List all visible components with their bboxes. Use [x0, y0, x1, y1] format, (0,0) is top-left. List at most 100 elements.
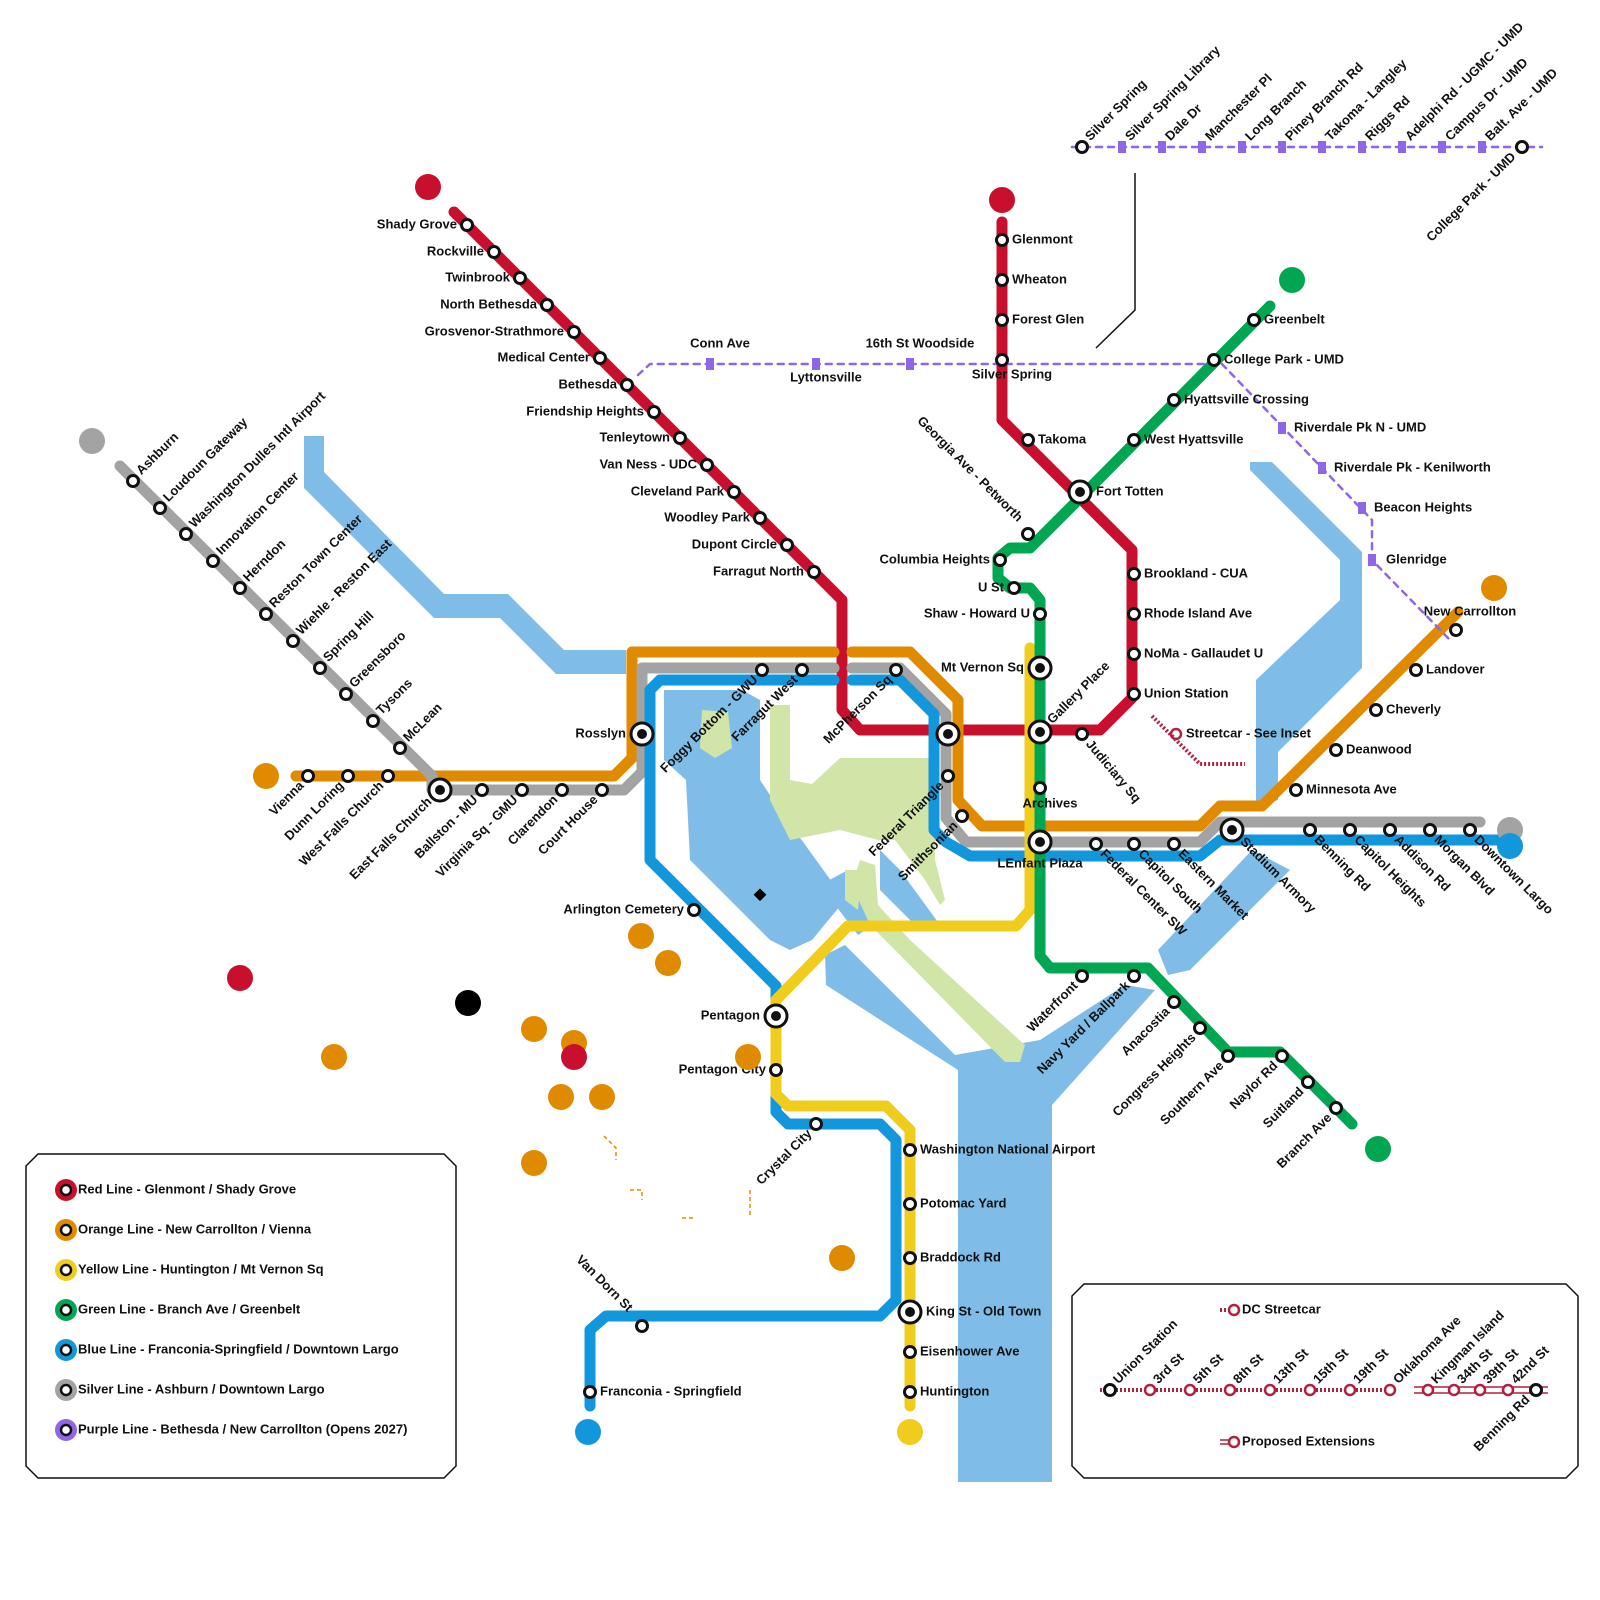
purple-terminal-station[interactable] — [1075, 140, 1089, 154]
station-marker[interactable] — [673, 431, 687, 445]
station-marker[interactable] — [1193, 1021, 1207, 1035]
station-marker[interactable] — [339, 687, 353, 701]
station-marker[interactable] — [1247, 313, 1261, 327]
station-marker[interactable] — [635, 1319, 649, 1333]
station-marker[interactable] — [993, 553, 1007, 567]
station-marker[interactable] — [1207, 353, 1221, 367]
station-marker[interactable] — [1289, 783, 1303, 797]
station-marker[interactable] — [1221, 1049, 1235, 1063]
station-marker[interactable] — [1021, 527, 1035, 541]
station-marker[interactable] — [1127, 837, 1141, 851]
inset-terminal-station[interactable] — [1529, 1383, 1543, 1397]
station-marker[interactable] — [1167, 393, 1181, 407]
station-marker[interactable] — [460, 218, 474, 232]
station-marker[interactable] — [233, 581, 247, 595]
station-marker[interactable] — [620, 378, 634, 392]
station-marker[interactable] — [809, 1117, 823, 1131]
purple-station-marker[interactable] — [1238, 141, 1246, 153]
purple-station-marker[interactable] — [706, 358, 714, 370]
purple-station-marker[interactable] — [1278, 422, 1286, 434]
purple-station-marker[interactable] — [1318, 141, 1326, 153]
station-marker[interactable] — [1127, 969, 1141, 983]
purple-station-marker[interactable] — [1158, 141, 1166, 153]
station-marker[interactable] — [1383, 823, 1397, 837]
station-marker[interactable] — [700, 458, 714, 472]
inset-station[interactable] — [1473, 1383, 1487, 1397]
station-marker[interactable] — [1329, 1101, 1343, 1115]
station-marker[interactable] — [795, 663, 809, 677]
station-marker[interactable] — [1033, 607, 1047, 621]
station-marker[interactable] — [1033, 781, 1047, 795]
inset-station[interactable] — [1263, 1383, 1277, 1397]
station-marker[interactable] — [1329, 743, 1343, 757]
station-marker[interactable] — [153, 501, 167, 515]
station-marker[interactable] — [301, 769, 315, 783]
station-marker[interactable] — [583, 1385, 597, 1399]
station-marker[interactable] — [206, 554, 220, 568]
inset-station[interactable] — [1447, 1383, 1461, 1397]
inset-station[interactable] — [1421, 1383, 1435, 1397]
station-marker[interactable] — [889, 663, 903, 677]
station-marker[interactable] — [780, 538, 794, 552]
station-marker[interactable] — [595, 783, 609, 797]
station-marker[interactable] — [1275, 1049, 1289, 1063]
station-marker[interactable] — [1127, 567, 1141, 581]
station-marker[interactable] — [567, 325, 581, 339]
station-marker[interactable] — [995, 273, 1009, 287]
station-marker[interactable] — [769, 1063, 783, 1077]
station-marker[interactable] — [259, 607, 273, 621]
inset-station[interactable] — [1501, 1383, 1515, 1397]
station-marker[interactable] — [995, 313, 1009, 327]
purple-station-marker[interactable] — [1198, 141, 1206, 153]
purple-station-marker[interactable] — [1368, 554, 1376, 566]
station-marker[interactable] — [1127, 433, 1141, 447]
station-marker[interactable] — [555, 783, 569, 797]
station-marker[interactable] — [1127, 607, 1141, 621]
purple-station-marker[interactable] — [1438, 141, 1446, 153]
purple-terminal-station[interactable] — [1515, 140, 1529, 154]
station-marker[interactable] — [995, 233, 1009, 247]
inset-terminal-station[interactable] — [1103, 1383, 1117, 1397]
inset-station[interactable] — [1343, 1383, 1357, 1397]
station-marker[interactable] — [955, 809, 969, 823]
purple-station-marker[interactable] — [1318, 462, 1326, 474]
station-marker[interactable] — [487, 245, 501, 259]
purple-station-marker[interactable] — [1278, 141, 1286, 153]
inset-station[interactable] — [1223, 1383, 1237, 1397]
station-marker[interactable] — [366, 714, 380, 728]
station-marker[interactable] — [807, 565, 821, 579]
station-marker[interactable] — [1369, 703, 1383, 717]
station-marker[interactable] — [475, 783, 489, 797]
station-marker[interactable] — [647, 405, 661, 419]
purple-station-marker[interactable] — [906, 358, 914, 370]
station-marker[interactable] — [941, 769, 955, 783]
inset-station[interactable] — [1383, 1383, 1397, 1397]
inset-station[interactable] — [1303, 1383, 1317, 1397]
station-marker[interactable] — [1409, 663, 1423, 677]
station-marker[interactable] — [1089, 837, 1103, 851]
station-marker[interactable] — [1423, 823, 1437, 837]
station-marker[interactable] — [1463, 823, 1477, 837]
station-marker[interactable] — [1449, 623, 1463, 637]
purple-station-marker[interactable] — [1398, 141, 1406, 153]
station-marker[interactable] — [1075, 727, 1089, 741]
station-marker[interactable] — [593, 351, 607, 365]
station-marker[interactable] — [515, 783, 529, 797]
station-marker[interactable] — [126, 474, 140, 488]
station-marker[interactable] — [313, 661, 327, 675]
station-marker[interactable] — [903, 1143, 917, 1157]
station-marker[interactable] — [753, 511, 767, 525]
station-marker[interactable] — [727, 485, 741, 499]
station-marker[interactable] — [903, 1197, 917, 1211]
station-marker[interactable] — [1343, 823, 1357, 837]
station-marker[interactable] — [903, 1385, 917, 1399]
station-marker[interactable] — [393, 741, 407, 755]
purple-station-marker[interactable] — [1358, 141, 1366, 153]
station-marker[interactable] — [1303, 823, 1317, 837]
station-marker[interactable] — [286, 634, 300, 648]
purple-station-marker[interactable] — [1358, 502, 1366, 514]
station-marker[interactable] — [513, 271, 527, 285]
station-marker[interactable] — [1167, 837, 1181, 851]
station-marker[interactable] — [1127, 687, 1141, 701]
purple-station-marker[interactable] — [1478, 141, 1486, 153]
